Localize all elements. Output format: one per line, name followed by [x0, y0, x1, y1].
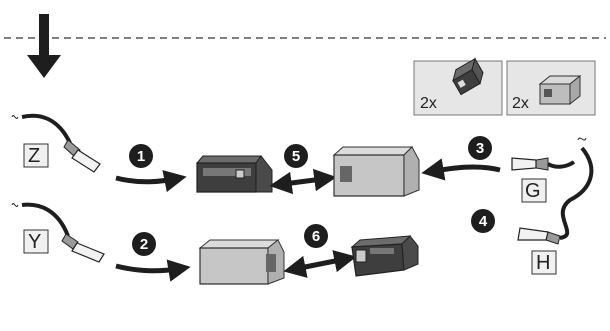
svg-text:1: 1 [137, 148, 145, 165]
curved-arrow-1 [115, 170, 187, 193]
parts-box-dark: 2x [413, 57, 503, 116]
wire-y [11, 202, 105, 263]
dark-connector-row2 [350, 235, 419, 277]
step-marker-3: 3 [468, 136, 492, 160]
step-marker-1: 1 [129, 144, 153, 168]
wire-gh [511, 137, 594, 245]
wire-z [11, 113, 101, 173]
double-arrow-6 [283, 250, 357, 278]
svg-text:3: 3 [476, 140, 484, 157]
label-z: Z [28, 145, 40, 167]
curved-arrow-3 [421, 158, 501, 181]
step-marker-5: 5 [284, 144, 308, 168]
svg-text:6: 6 [312, 228, 320, 245]
label-box-y [23, 229, 49, 254]
down-arrow-icon [27, 14, 61, 78]
parts-box-light: 2x [506, 60, 596, 116]
step-marker-2: 2 [132, 232, 156, 256]
svg-text:2: 2 [140, 236, 148, 253]
step-marker-4: 4 [471, 209, 495, 233]
dark-connector-icon [452, 57, 484, 96]
label-h: H [536, 252, 550, 274]
label-y: Y [28, 231, 41, 253]
light-connector-row1 [332, 146, 420, 197]
label-box-z [23, 143, 49, 168]
svg-text:5: 5 [292, 148, 300, 165]
label-box-g [521, 178, 547, 203]
dark-connector-row1 [195, 155, 273, 193]
dark-part-quantity: 2x [420, 95, 437, 112]
svg-text:4: 4 [479, 213, 488, 230]
label-g: G [525, 180, 541, 202]
label-box-h [531, 250, 557, 275]
double-arrow-5 [269, 168, 337, 195]
light-connector-row2 [198, 239, 285, 285]
step-marker-6: 6 [304, 224, 328, 248]
light-connector-icon [538, 74, 582, 106]
curved-arrow-2 [115, 259, 191, 282]
light-part-quantity: 2x [512, 95, 529, 112]
